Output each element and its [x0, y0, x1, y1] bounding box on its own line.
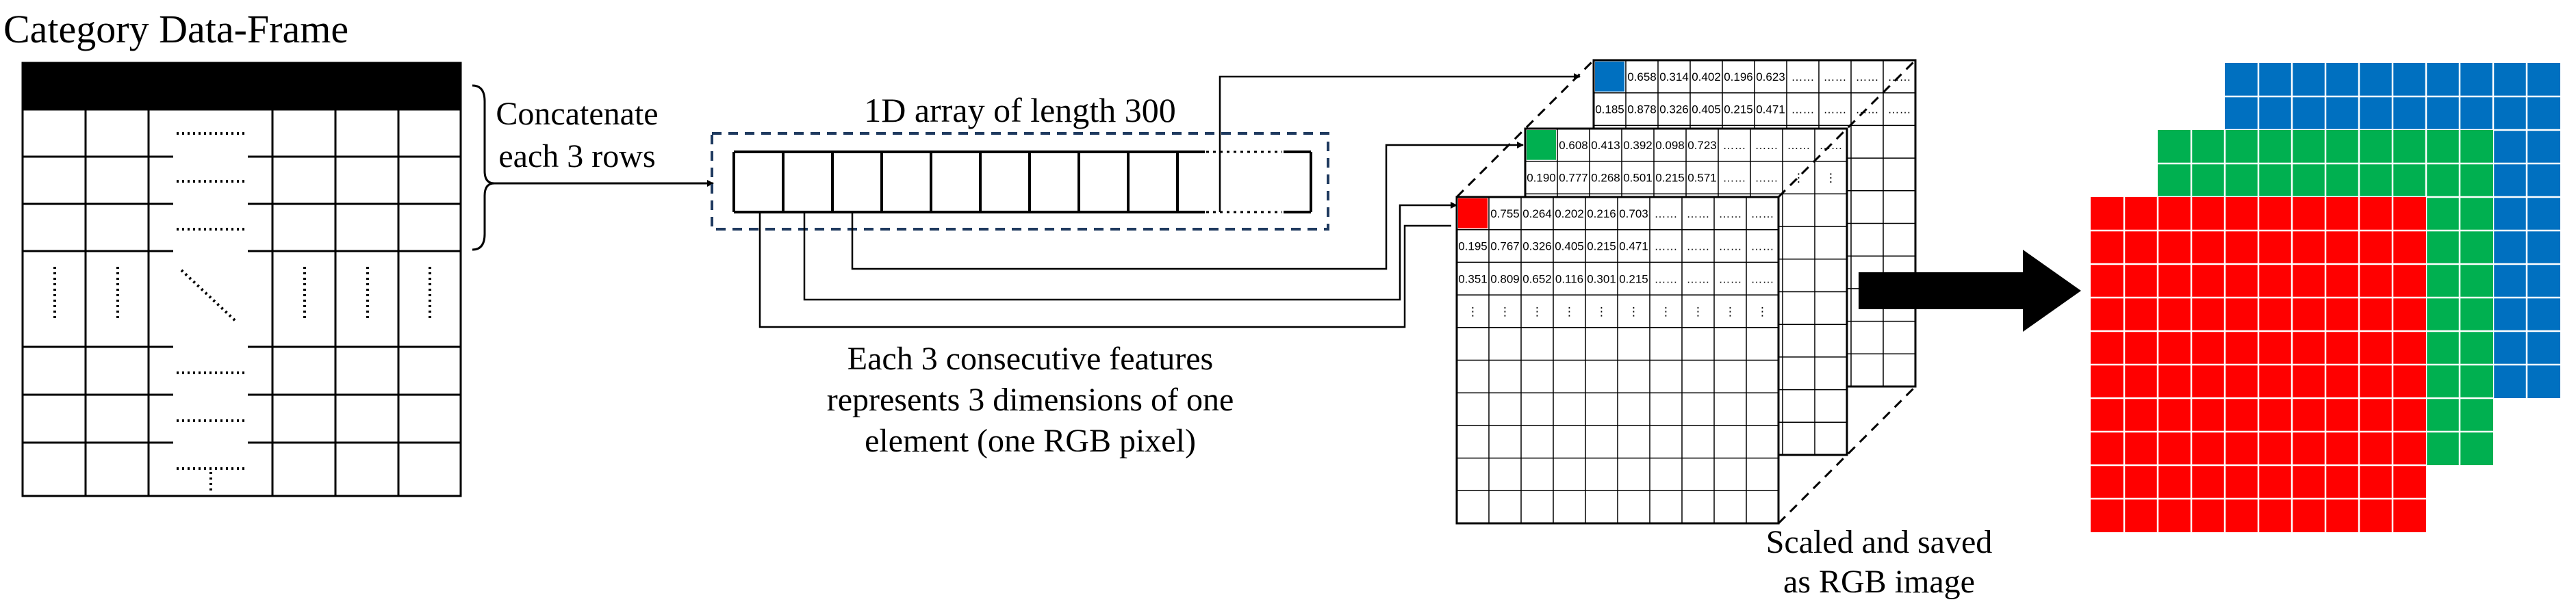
blue-cell: 0.196 — [1724, 70, 1753, 83]
red-cell: …… — [1751, 207, 1774, 220]
blue-cell: 0.405 — [1692, 103, 1721, 116]
red-cell: ⋮ — [1467, 305, 1479, 318]
red-cell: …… — [1687, 272, 1710, 285]
big-right-arrow — [1859, 250, 2081, 332]
green-cell: …… — [1787, 139, 1811, 152]
red-cell: 0.809 — [1490, 272, 1520, 285]
red-cell: 0.301 — [1587, 272, 1616, 285]
red-cell: 0.202 — [1555, 207, 1584, 220]
red-cell: …… — [1719, 240, 1742, 253]
green-first-pixel — [1527, 130, 1556, 160]
green-cell: …… — [1755, 172, 1778, 185]
pixel-connector-arrows — [758, 73, 1581, 328]
blue-cell: 0.326 — [1659, 103, 1689, 116]
red-cell: …… — [1655, 272, 1678, 285]
red-cell: …… — [1719, 272, 1742, 285]
red-cell: …… — [1751, 240, 1774, 253]
rows-brace — [472, 84, 495, 251]
dataframe-header-bar — [21, 62, 462, 111]
red-cell: …… — [1655, 240, 1678, 253]
blue-cell: 0.658 — [1627, 70, 1657, 83]
red-cell: 0.264 — [1522, 207, 1552, 220]
green-cell: 0.723 — [1687, 139, 1717, 152]
green-cell: ⋮ — [1825, 172, 1837, 185]
red-cell: …… — [1687, 207, 1710, 220]
green-cell: 0.608 — [1559, 139, 1588, 152]
green-cell: 0.777 — [1559, 172, 1588, 185]
array-cells — [732, 151, 1312, 213]
red-cell: …… — [1655, 207, 1678, 220]
dataframe-border — [21, 62, 462, 497]
dataframe-title: Category Data-Frame — [3, 7, 348, 51]
scaled-label-line2: as RGB image — [1783, 564, 1975, 600]
blue-cell: …… — [1856, 70, 1879, 83]
red-cell: 0.652 — [1522, 272, 1552, 285]
green-cell: 0.098 — [1655, 139, 1685, 152]
array-label: 1D array of length 300 — [864, 91, 1175, 129]
blue-cell: …… — [1791, 103, 1815, 116]
red-cell: 0.215 — [1587, 240, 1616, 253]
red-cell: …… — [1687, 240, 1710, 253]
green-cell: 0.571 — [1687, 172, 1717, 185]
green-cell: 0.501 — [1623, 172, 1653, 185]
blue-cell: 0.402 — [1692, 70, 1721, 83]
blue-cell: …… — [1824, 70, 1847, 83]
green-cell: 0.215 — [1655, 172, 1685, 185]
red-cell: ⋮ — [1757, 305, 1768, 318]
red-cell: …… — [1719, 207, 1742, 220]
concat-label-line2: each 3 rows — [498, 138, 655, 174]
dataframe-ellipsis-marks — [53, 132, 431, 493]
red-cell: 0.116 — [1555, 272, 1583, 285]
blue-cell: …… — [1791, 70, 1815, 83]
red-cell: 0.755 — [1490, 207, 1520, 220]
each3-label-line2: represents 3 dimensions of one — [827, 382, 1234, 418]
green-cell: 0.190 — [1527, 172, 1556, 185]
red-cell: ⋮ — [1692, 305, 1704, 318]
red-cell: ⋮ — [1596, 305, 1607, 318]
green-cell: 0.413 — [1591, 139, 1620, 152]
blue-cell: 0.623 — [1756, 70, 1785, 83]
red-cell: ⋮ — [1499, 305, 1511, 318]
red-cell: ⋮ — [1628, 305, 1640, 318]
blue-cell: …… — [1888, 103, 1911, 116]
blue-cell: …… — [1856, 103, 1879, 116]
each3-label-line1: Each 3 consecutive features — [847, 341, 1213, 377]
blue-cell: …… — [1824, 103, 1847, 116]
green-cell: …… — [1755, 139, 1778, 152]
red-cell: 0.215 — [1619, 272, 1648, 285]
green-cell: …… — [1723, 172, 1746, 185]
blue-cell: 0.471 — [1756, 103, 1785, 116]
blue-cell: 0.215 — [1724, 103, 1753, 116]
red-cell: 0.471 — [1619, 240, 1648, 253]
concat-label-line1: Concatenate — [496, 96, 658, 132]
category-dataframe-table — [21, 62, 462, 497]
red-cell: 0.351 — [1458, 272, 1488, 285]
blue-first-pixel — [1595, 62, 1624, 92]
blue-cell: 0.314 — [1659, 70, 1689, 83]
blue-cell: 0.878 — [1627, 103, 1657, 116]
red-cell: 0.767 — [1490, 240, 1520, 253]
green-cell: …… — [1723, 139, 1746, 152]
each3-label-line3: element (one RGB pixel) — [865, 423, 1196, 459]
green-cell: 0.268 — [1591, 172, 1620, 185]
red-cell: 0.216 — [1587, 207, 1616, 220]
green-cell: 0.392 — [1623, 139, 1653, 152]
red-cell: ⋮ — [1531, 305, 1543, 318]
red-cell: ⋮ — [1564, 305, 1575, 318]
red-cell: ⋮ — [1660, 305, 1672, 318]
red-cell: 0.703 — [1619, 207, 1648, 220]
scaled-label-line1: Scaled and saved — [1766, 524, 1993, 560]
red-cell: 0.405 — [1555, 240, 1584, 253]
array-dashed-box — [711, 132, 1329, 231]
red-cell: 0.195 — [1458, 240, 1488, 253]
red-cell: ⋮ — [1724, 305, 1736, 318]
red-first-pixel — [1458, 198, 1488, 228]
blue-cell: 0.185 — [1595, 103, 1624, 116]
red-cell: 0.326 — [1522, 240, 1552, 253]
red-image-plane — [2091, 197, 2426, 532]
red-cell: …… — [1751, 272, 1774, 285]
